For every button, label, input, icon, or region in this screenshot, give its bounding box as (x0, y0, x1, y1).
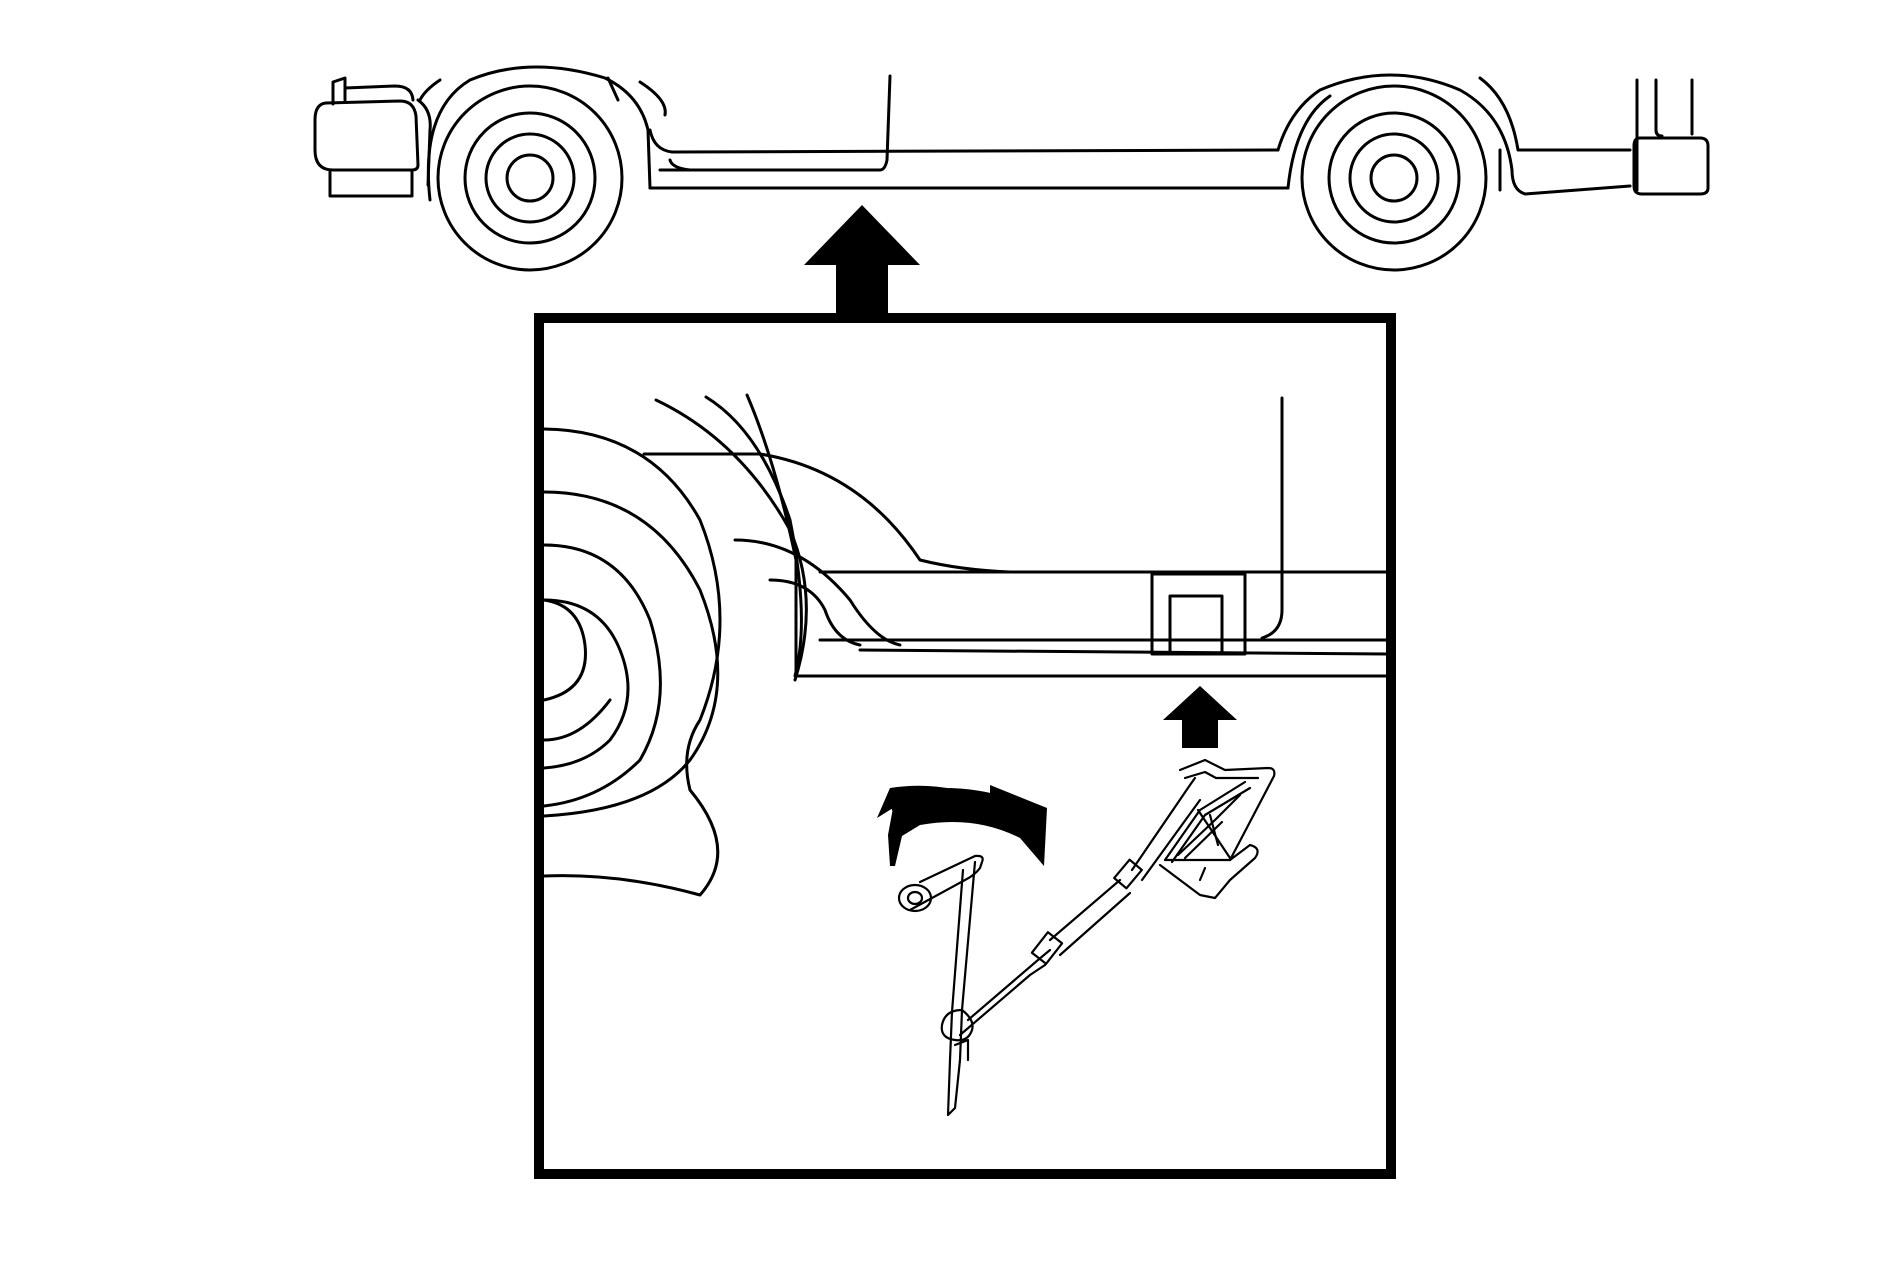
jack-point-up-arrow-icon (1163, 686, 1237, 748)
vehicle-side-view (313, 65, 1710, 272)
rear-wheel (1276, 73, 1632, 272)
jack-point (1150, 572, 1247, 656)
front-wheel (426, 65, 652, 272)
rear-bumper (1632, 78, 1710, 196)
detail-rocker-panel (794, 323, 1390, 678)
jack-handle (897, 854, 1143, 1117)
body-sill (638, 74, 1290, 190)
front-bumper (313, 76, 442, 198)
scissor-jack (1130, 758, 1276, 900)
detail-wheel-well (542, 393, 1012, 897)
lift-up-arrow-icon (804, 205, 920, 318)
detail-frame (534, 313, 1396, 1179)
rotation-arrow-icon (877, 785, 1047, 866)
